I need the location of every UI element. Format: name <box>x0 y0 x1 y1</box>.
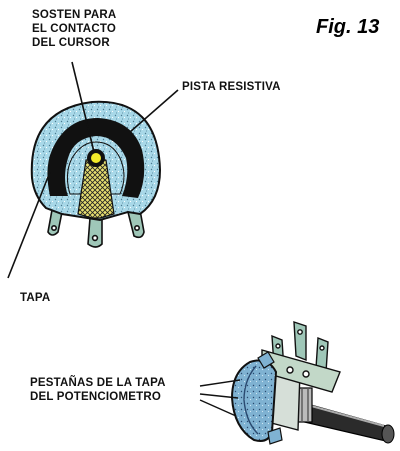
label-soporte-cursor: SOSTEN PARA EL CONTACTO DEL CURSOR <box>32 8 116 50</box>
label-tapa: TAPA <box>20 292 51 304</box>
label-pista-resistiva: PISTA RESISTIVA <box>182 81 281 93</box>
terminal-lugs <box>47 209 145 248</box>
leader-tapa <box>7 171 51 279</box>
leader-pista <box>129 89 179 133</box>
label-pestanas-line-1: PESTAÑAS DE LA TAPA <box>30 377 166 389</box>
figure-title: Fig. 13 <box>316 16 380 38</box>
leader-pestanas-3 <box>199 399 237 417</box>
label-pestanas-line-2: DEL POTENCIOMETRO <box>30 391 161 403</box>
label-soporte-line-2: EL CONTACTO <box>32 23 116 35</box>
potentiometer-assembled-icon <box>230 321 395 445</box>
wiper-support <box>77 159 115 219</box>
label-pestanas-tapa: PESTAÑAS DE LA TAPA DEL POTENCIOMETRO <box>30 376 166 404</box>
leader-pestanas-2 <box>199 393 239 399</box>
leader-pestanas-1 <box>199 379 241 387</box>
top-lugs <box>261 321 341 393</box>
label-soporte-line-3: DEL CURSOR <box>32 37 110 49</box>
cover-tabs <box>257 351 283 445</box>
potentiometer-exploded-icon <box>30 100 162 248</box>
assembled-cover <box>230 359 278 442</box>
shaft <box>295 401 395 444</box>
label-soporte-line-1: SOSTEN PARA <box>32 9 117 21</box>
leader-soporte <box>71 61 95 153</box>
resistive-track <box>47 118 145 198</box>
